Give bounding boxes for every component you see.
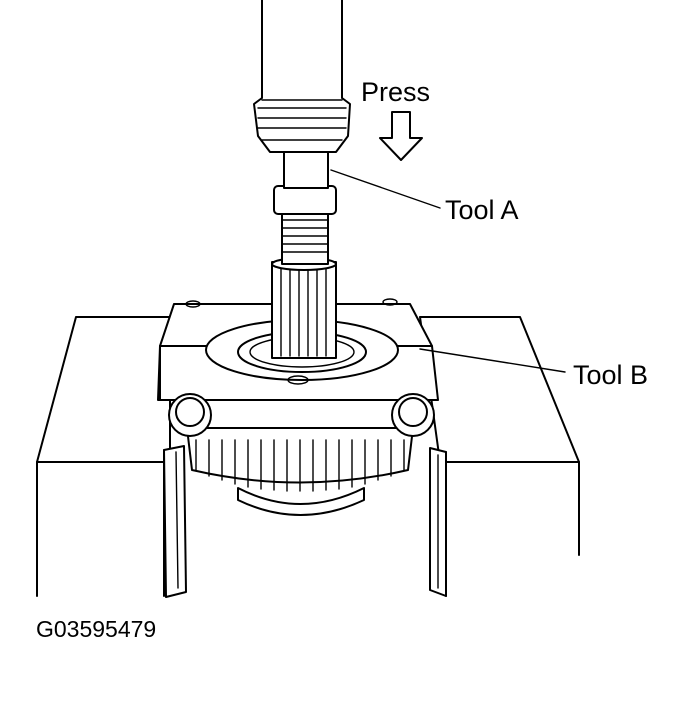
left-bolt (168, 393, 212, 437)
tool-b-leader-line (419, 348, 566, 373)
press-ram (253, 0, 351, 153)
tool-b-label: Tool B (573, 360, 648, 390)
gear (186, 427, 414, 516)
tool-a-adapter (273, 147, 337, 265)
tool-a-label: Tool A (445, 195, 519, 225)
press-arrow-icon (379, 111, 423, 161)
figure-id-label: G03595479 (36, 616, 156, 642)
splined-shaft (271, 257, 337, 359)
tool-a-leader-line (330, 169, 441, 209)
press-label: Press (361, 77, 430, 107)
right-support-block (419, 316, 580, 597)
right-bolt (391, 393, 435, 437)
